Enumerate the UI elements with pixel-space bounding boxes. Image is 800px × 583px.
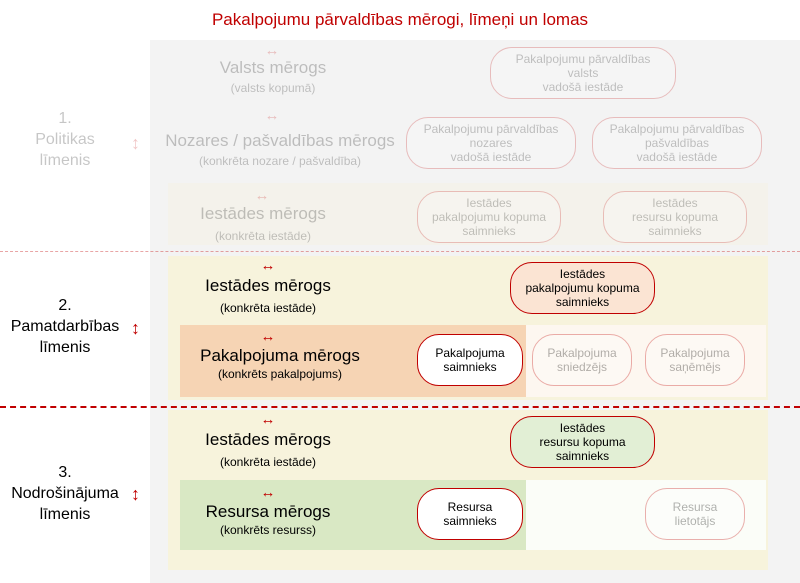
horizontal-arrow-icon: ↔ [260, 411, 276, 428]
role-nozares-vadosa: Pakalpojumu pārvaldības nozares vadošā i… [406, 117, 576, 169]
vertical-arrow-icon: ↕ [131, 133, 140, 153]
iestades-band-faded [168, 183, 768, 245]
separator-2-3 [0, 406, 800, 408]
role-pasvaldibas-vadosa: Pakalpojumu pārvaldības pašvaldības vado… [592, 117, 762, 169]
separator-1-2 [0, 251, 800, 252]
vertical-arrow-icon: ↕ [131, 318, 140, 338]
level-3-label: 3. Nodrošinājuma līmenis [11, 464, 119, 523]
horizontal-arrow-icon: ↔ [260, 484, 276, 501]
role-iestades-pakalpojumu: Iestādes pakalpojumu kopuma saimnieks [510, 262, 655, 314]
horizontal-arrow-icon: ↔ [264, 42, 280, 59]
diagram-title: Pakalpojumu pārvaldības mērogi, līmeņi u… [211, 10, 589, 29]
scale-iestades-1: Iestādes mērogs (konkrēta iestāde) [200, 204, 326, 243]
scale-valsts: Valsts mērogs (valsts kopumā) [219, 58, 327, 95]
role-resursa-saimnieks: Resursa saimnieks [417, 488, 523, 540]
role-pakalpojuma-sanemejs: Pakalpojuma saņēmējs [645, 334, 745, 386]
role-pakalpojuma-sniedzejs: Pakalpojuma sniedzējs [532, 334, 632, 386]
vertical-arrow-icon: ↕ [131, 484, 140, 504]
role-iestades-resursu-faded: Iestādes resursu kopuma saimnieks [603, 191, 747, 243]
level-1-label: 1. Politikas līmenis [35, 110, 95, 169]
horizontal-arrow-icon: ↔ [264, 107, 280, 124]
role-iestades-pakalpojumu-faded: Iestādes pakalpojumu kopuma saimnieks [417, 191, 561, 243]
scale-iestades-2: Iestādes mērogs (konkrēta iestāde) [205, 276, 331, 315]
scale-iestades-3: Iestādes mērogs (konkrēta iestāde) [205, 430, 331, 469]
level-2-label: 2. Pamatdarbības līmenis [10, 297, 120, 356]
horizontal-arrow-icon: ↔ [260, 257, 276, 274]
scale-nozares: Nozares / pašvaldības mērogs (konkrēta n… [165, 131, 395, 168]
horizontal-arrow-icon: ↔ [254, 187, 270, 204]
role-pakalpojuma-saimnieks: Pakalpojuma saimnieks [417, 334, 523, 386]
role-iestades-resursu: Iestādes resursu kopuma saimnieks [510, 416, 655, 468]
scale-resursa: Resursa mērogs (konkrēts resurss) [205, 502, 331, 537]
role-resursa-lietotajs: Resursa lietotājs [645, 488, 745, 540]
horizontal-arrow-icon: ↔ [260, 328, 276, 345]
scale-pakalpojuma: Pakalpojuma mērogs (konkrēts pakalpojums… [200, 346, 360, 381]
role-valsts-vadosa: Pakalpojumu pārvaldības valsts vadošā ie… [490, 47, 676, 99]
